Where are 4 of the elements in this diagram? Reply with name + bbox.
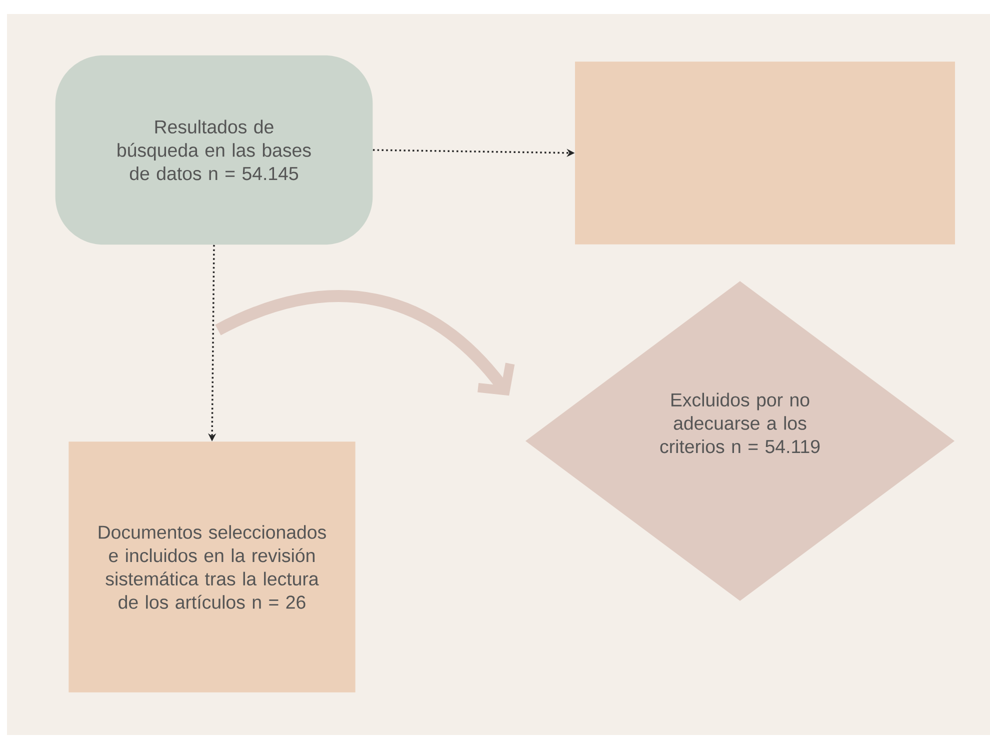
rounded-box: Resultados de búsqueda en las bases de datos n = 54.145 bbox=[55, 55, 373, 245]
arrow bbox=[215, 290, 515, 396]
process-box: Documentos seleccionados e incluidos en la revisión sistemática tras la lectura de los artículos n = 26 bbox=[68, 442, 356, 692]
process-box bbox=[575, 62, 955, 244]
